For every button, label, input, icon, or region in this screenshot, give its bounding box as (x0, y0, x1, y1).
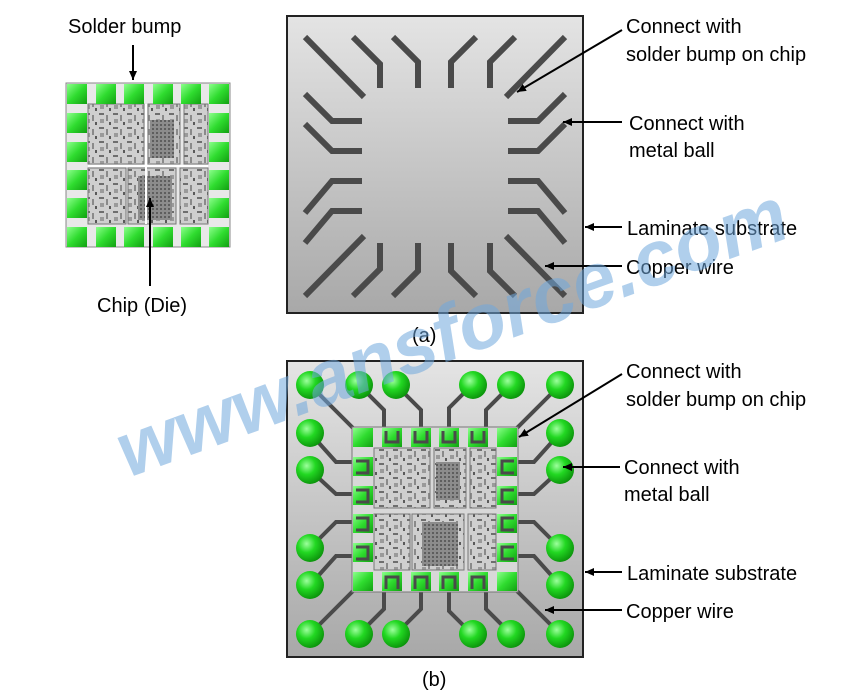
copper-wire (487, 34, 518, 88)
solder-bump (209, 170, 229, 190)
solder-bump (153, 227, 173, 247)
copper-wire (448, 243, 479, 299)
connect-solder-label-b-line2: solder bump on chip (626, 389, 806, 411)
connect-ball-label-b-line2: metal ball (624, 484, 710, 506)
copper-wire (302, 121, 362, 154)
laminate-label-a: Laminate substrate (627, 218, 797, 240)
copper-wire (350, 243, 383, 299)
caption-a: (a) (412, 325, 436, 347)
metal-ball (296, 419, 324, 447)
metal-ball (296, 371, 324, 399)
metal-ball (546, 620, 574, 648)
solder-bump (67, 227, 87, 247)
bump-contacts-b (356, 431, 514, 589)
connect-ball-label-a-line1: Connect with (629, 113, 745, 135)
metal-ball (546, 419, 574, 447)
metal-ball (497, 620, 525, 648)
copper-wire (390, 243, 421, 299)
copper-wire (503, 233, 568, 299)
solder-bump (67, 113, 87, 133)
solder-bump (497, 428, 517, 447)
solder-bump (124, 84, 144, 104)
copper-wires-a (302, 34, 568, 299)
copper-wire (350, 34, 383, 88)
solder-bump (67, 170, 87, 190)
metal-ball (546, 456, 574, 484)
metal-ball (382, 620, 410, 648)
copper-wire (302, 34, 367, 100)
mounted-chip (351, 426, 519, 593)
solder-bump (209, 198, 229, 218)
metal-ball (296, 571, 324, 599)
metal-ball (296, 620, 324, 648)
connect-ball-label-a-line2: metal ball (629, 140, 715, 162)
copper-wire (302, 208, 362, 245)
solder-bump (209, 142, 229, 162)
metal-ball (459, 620, 487, 648)
chip-die-label: Chip (Die) (97, 295, 187, 317)
connect-solder-label-b-line1: Connect with (626, 361, 742, 383)
copper-wire (302, 91, 362, 124)
metal-ball (296, 456, 324, 484)
copper-wire (508, 208, 568, 245)
solder-bump (96, 227, 116, 247)
copper-wire (503, 34, 568, 100)
solder-bump (209, 113, 229, 133)
metal-ball (546, 534, 574, 562)
copper-wire (508, 121, 568, 154)
solder-bump (67, 142, 87, 162)
metal-ball (296, 534, 324, 562)
copper-wire (302, 233, 367, 299)
solder-bumps (67, 84, 229, 247)
connect-solder-label-a-line1: Connect with (626, 16, 742, 38)
metal-ball (459, 371, 487, 399)
copper-wire (487, 243, 518, 299)
solder-bump (353, 572, 373, 591)
copper-wire (302, 178, 362, 215)
substrate-b-figure: Connect with solder bump on chip Connect… (286, 360, 806, 691)
caption-b: (b) (422, 669, 446, 691)
laminate-label-b: Laminate substrate (627, 563, 797, 585)
substrate-a-figure: Connect with solder bump on chip Connect… (286, 15, 806, 347)
metal-ball (497, 371, 525, 399)
chip-circuitry (87, 103, 209, 225)
copper-wire (390, 34, 421, 88)
copper-wire-label-b: Copper wire (626, 601, 734, 623)
solder-bump (153, 84, 173, 104)
connect-solder-arrow-a (516, 29, 623, 93)
solder-bump-label: Solder bump (68, 16, 181, 38)
metal-ball (382, 371, 410, 399)
solder-bump (353, 428, 373, 447)
solder-bump (124, 227, 144, 247)
solder-bump (67, 84, 87, 104)
solder-bump (209, 84, 229, 104)
connect-solder-arrow-b (518, 373, 623, 438)
connect-solder-label-a-line2: solder bump on chip (626, 44, 806, 66)
metal-ball (546, 371, 574, 399)
chip-die-figure: Solder bump Chip (Die) (65, 16, 231, 317)
solder-bump (181, 84, 201, 104)
copper-wire-label-a: Copper wire (626, 257, 734, 279)
connect-ball-label-b-line1: Connect with (624, 457, 740, 479)
solder-bump (96, 84, 116, 104)
metal-ball (345, 620, 373, 648)
copper-wire (508, 178, 568, 215)
solder-bump (209, 227, 229, 247)
copper-wire (508, 91, 568, 124)
solder-bump (67, 198, 87, 218)
metal-ball (546, 571, 574, 599)
solder-bump (181, 227, 201, 247)
metal-ball (345, 371, 373, 399)
metal-balls (296, 371, 574, 648)
copper-wire (448, 34, 479, 88)
solder-bump (497, 572, 517, 591)
